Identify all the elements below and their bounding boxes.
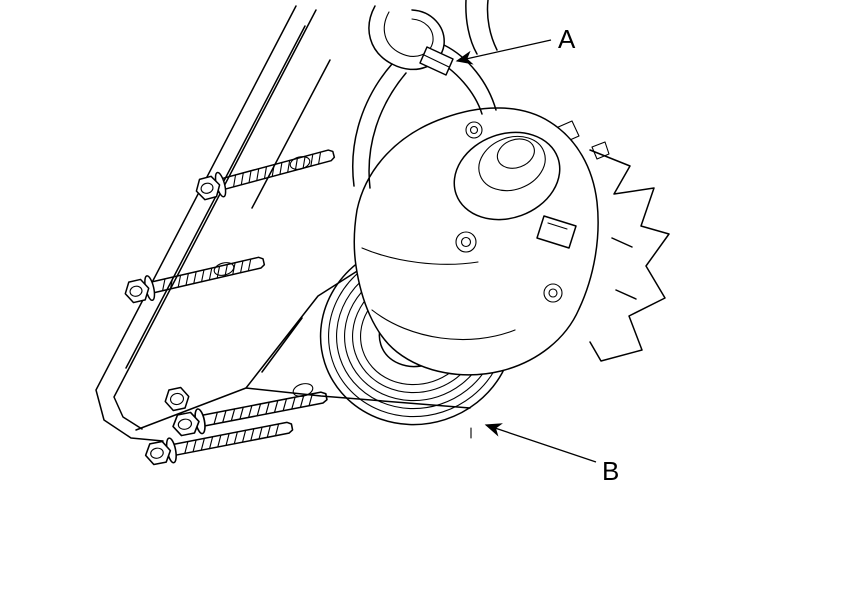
cylinder-head: [453, 131, 561, 221]
flange-nut: [162, 385, 192, 413]
head-base: [453, 131, 561, 221]
hose-clamp-line: [423, 54, 450, 68]
boss: [455, 231, 477, 253]
boss-bolt: [469, 125, 479, 135]
mount-plate-edges: [135, 267, 471, 431]
callout-b: B: [470, 423, 619, 486]
hose-loop-inner: [383, 11, 434, 57]
boss-bolt: [460, 236, 472, 248]
port-fitting: [536, 215, 577, 249]
body-seams: [361, 247, 516, 341]
refrigerant-hoses: [352, 0, 498, 189]
mounting-hardware: [121, 141, 338, 469]
callout-b-label: B: [602, 456, 619, 486]
hose-down-left: [352, 63, 407, 189]
side-bracket-edges: [589, 149, 670, 362]
mount-plate: [135, 267, 471, 431]
side-bracket: [555, 120, 670, 362]
hose-riser: [465, 0, 498, 55]
boss: [543, 283, 563, 303]
mounting-bolt: [192, 141, 338, 204]
bracket-edges: [95, 5, 331, 442]
head-cap: [496, 138, 535, 169]
callout-a-label: A: [558, 24, 576, 54]
compressor-body: [353, 107, 599, 376]
boss: [465, 121, 483, 139]
condenser-bracket: [95, 5, 331, 442]
head-dome: [478, 135, 546, 192]
boss-bolt: [548, 288, 558, 298]
port-fitting-line: [547, 222, 568, 230]
mounting-bolt: [121, 248, 268, 307]
callout-a-leader: [455, 39, 552, 65]
bolt-bosses: [455, 121, 563, 303]
callout-b-leader: [484, 423, 597, 463]
callout-a: A: [455, 24, 576, 65]
mounting-bolt: [169, 383, 330, 440]
hose-loop-outer: [368, 5, 445, 71]
